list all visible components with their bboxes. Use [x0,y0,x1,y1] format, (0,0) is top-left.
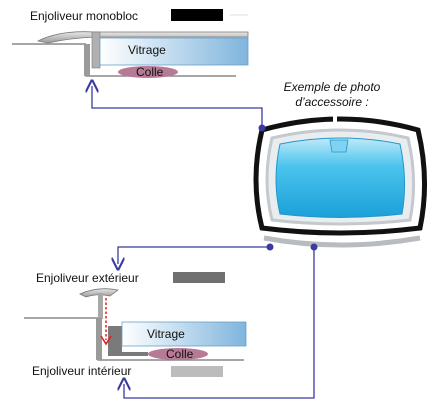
photo-caption-line1: Exemple de photo [283,80,381,94]
inner-trim-swatch [171,366,223,377]
connector-dot-right [310,243,318,251]
connector-dot-top [258,124,266,132]
inner-trim-label: Enjoliveur intérieur [32,364,132,378]
connector-dot-left [266,243,274,251]
outer-trim-label: Enjoliveur extérieur [36,271,139,285]
glue-label-bottom: Colle [166,347,194,361]
glue-label: Colle [136,65,164,79]
photo-caption-line2: d’accessoire : [295,95,369,109]
bottom-cross-section [24,288,247,361]
top-cross-section [12,31,249,78]
outer-trim-swatch [173,272,225,283]
glazing-label-bottom: Vitrage [147,327,185,341]
windshield-photo [253,116,427,248]
top-trim-swatch [171,9,223,21]
top-trim-label: Enjoliveur monobloc [30,9,139,23]
connector-lines [92,86,315,399]
glazing-label: Vitrage [128,43,166,57]
